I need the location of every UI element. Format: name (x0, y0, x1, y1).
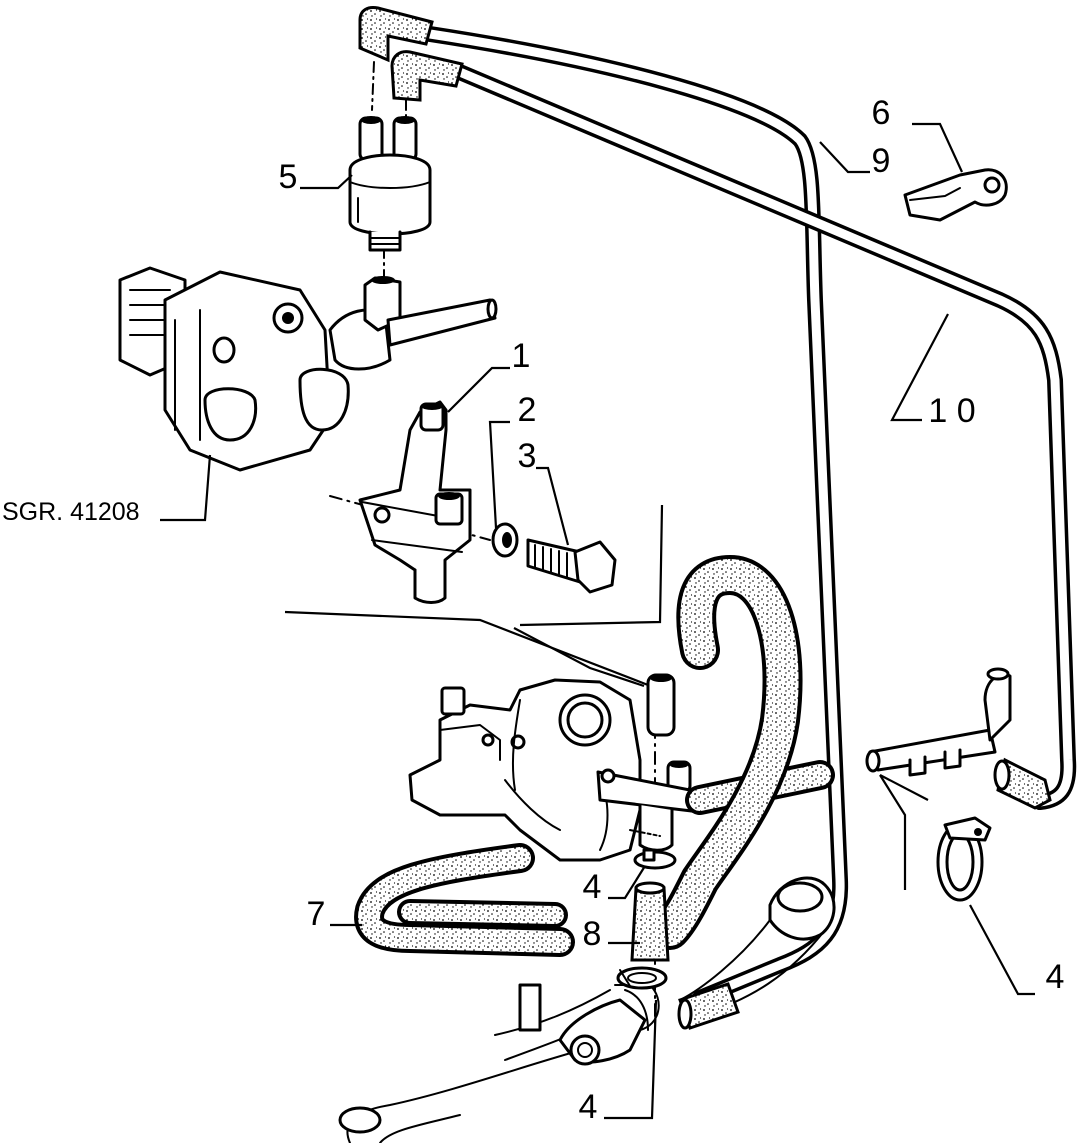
labels: 1 2 3 5 6 9 1 0 7 4 8 4 4 SGR. 41208 (2, 94, 1064, 1126)
label-10: 1 0 (928, 392, 975, 430)
label-3: 3 (518, 437, 537, 475)
bolt-3 (526, 538, 617, 594)
label-8: 8 (583, 915, 602, 953)
pressure-switch-5 (348, 116, 432, 252)
clamp-4-right (936, 816, 992, 902)
washer-2 (491, 522, 519, 558)
label-4-top: 4 (583, 868, 602, 906)
label-2: 2 (518, 391, 537, 429)
clip-6 (903, 168, 1008, 222)
leader-lines (160, 122, 1035, 1120)
inlet-pipe-right (679, 876, 836, 1016)
rubber-elbow-top-right (390, 50, 464, 102)
clamp-4-upper (633, 848, 677, 870)
valve-1 (358, 400, 472, 604)
rubber-elbow-top-left (358, 6, 434, 63)
label-1: 1 (512, 337, 531, 375)
steering-housing (408, 673, 702, 862)
return-hose (650, 554, 803, 950)
tube-10 (447, 62, 1077, 810)
hose-8 (630, 881, 670, 962)
tube-9 (422, 26, 849, 1006)
hydraulic-pump (118, 266, 498, 472)
label-5: 5 (279, 158, 298, 196)
rubber-hose-lower (677, 982, 740, 1030)
clamp-4-lower (616, 966, 668, 990)
label-4-right: 4 (1046, 958, 1065, 996)
label-4-bottom: 4 (579, 1088, 598, 1126)
connector-fitting (865, 667, 1052, 810)
label-reference: SGR. 41208 (2, 498, 140, 526)
label-7: 7 (307, 895, 326, 933)
label-9: 9 (872, 142, 891, 180)
label-6: 6 (872, 94, 891, 132)
lower-outlet-pipe (338, 983, 660, 1143)
